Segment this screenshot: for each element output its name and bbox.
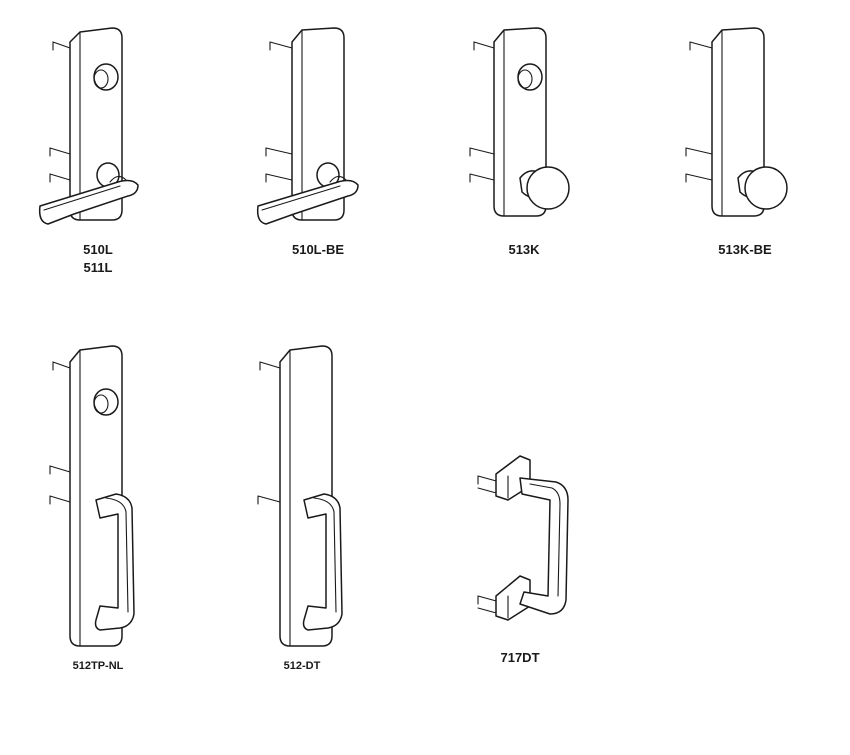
lever-trim-510l-be-drawing xyxy=(256,27,359,225)
pull-trim-512-dt-drawing xyxy=(257,345,343,647)
caption-line: 512TP-NL xyxy=(72,660,124,672)
caption-512tp-nl: 512TP-NL xyxy=(73,657,124,675)
pull-trim-512tp-nl-drawing xyxy=(49,345,135,647)
caption-line: 511L xyxy=(83,260,113,275)
pull-handle-717dt-drawing xyxy=(477,455,569,621)
caption-513k-be: 513K-BE xyxy=(718,241,771,259)
caption-510l-be: 510L-BE xyxy=(292,241,344,259)
caption-line: 513K-BE xyxy=(718,242,772,257)
caption-510l-511l: 510L 511L xyxy=(83,241,113,277)
caption-line: 717DT xyxy=(500,650,540,665)
caption-line: 510L xyxy=(83,242,113,257)
caption-line: 513K xyxy=(508,242,540,257)
lever-trim-510l-drawing xyxy=(38,27,139,225)
caption-717dt: 717DT xyxy=(500,649,539,667)
knob-trim-513k-be-drawing xyxy=(685,27,788,217)
knob-trim-513k-drawing xyxy=(469,27,570,217)
caption-513k: 513K xyxy=(508,241,539,259)
caption-512-dt: 512-DT xyxy=(284,657,321,675)
caption-line: 510L-BE xyxy=(291,242,345,257)
caption-line: 512-DT xyxy=(283,660,321,672)
